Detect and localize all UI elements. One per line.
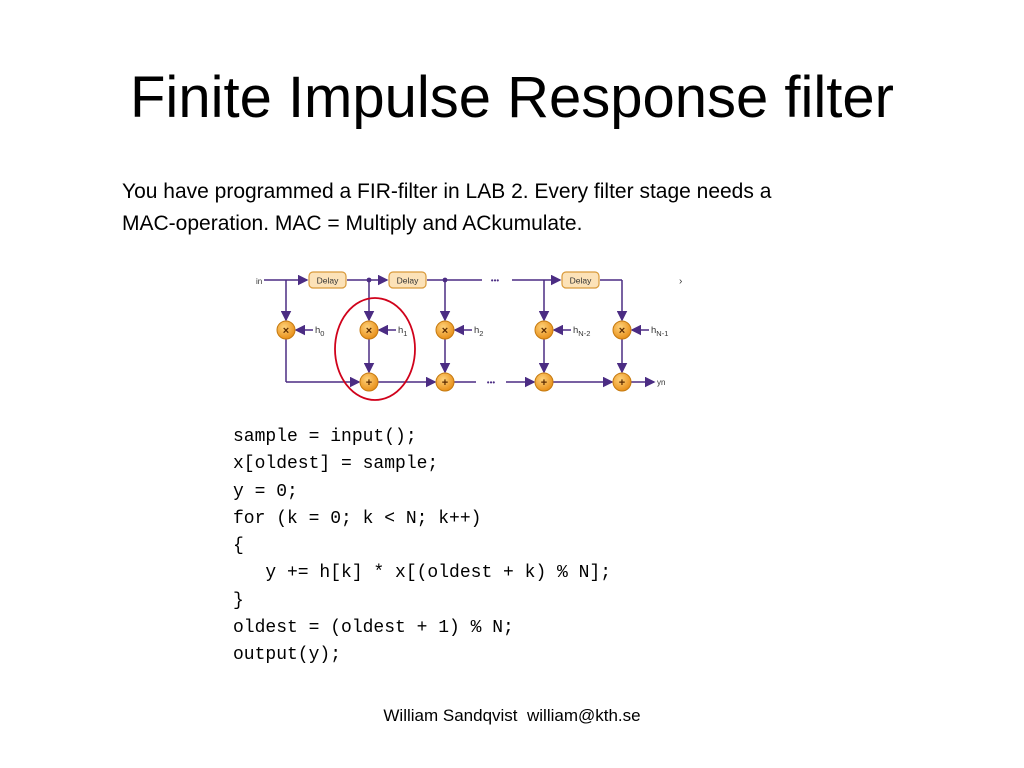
multiplier-node <box>359 320 379 340</box>
ellipsis-bottom: ••• <box>487 378 496 387</box>
slide-title: Finite Impulse Response filter <box>130 65 894 130</box>
coefficient-label: h2 <box>474 325 483 338</box>
coefficient-label: hN-1 <box>651 325 668 338</box>
multiplier-node-symbol: × <box>442 325 448 337</box>
output-chevron: › <box>679 276 682 287</box>
coefficient-subscript: 1 <box>403 329 407 338</box>
delay-label: Delay <box>317 276 339 286</box>
code-line: y += h[k] * x[(oldest + k) % N]; <box>233 563 612 584</box>
code-line: sample = input(); <box>233 427 417 447</box>
highlight-circle <box>334 297 416 401</box>
junction-dot <box>442 277 448 283</box>
code-line: x[oldest] = sample; <box>233 454 439 475</box>
multiplier-node <box>276 320 296 340</box>
multiplier-node <box>612 320 632 340</box>
delay-label: Delay <box>397 276 419 286</box>
footer-author: William Sandqvist <box>383 706 518 725</box>
multiplier-node-symbol: × <box>619 325 625 337</box>
coefficient-label: h1 <box>398 325 407 338</box>
adder-node-symbol: + <box>541 377 547 389</box>
coefficient-label: h0 <box>315 325 324 338</box>
code-block: sample = input(); x[oldest] = sample; y … <box>233 424 611 670</box>
code-line: oldest = (oldest + 1) % N; <box>233 618 514 639</box>
coefficient-subscript: 2 <box>479 329 483 338</box>
output-label: yn <box>657 378 665 387</box>
signal-wires <box>264 274 656 388</box>
delay-block <box>561 271 600 289</box>
diagram-labels: h0 h1 h2 hN-2 hN-1 ••• ••• in yn › <box>256 276 682 387</box>
coefficient-subscript: N-2 <box>578 329 590 338</box>
footer-email: william@kth.se <box>526 706 641 725</box>
multiplier-node-symbol: × <box>541 325 547 337</box>
adder-node <box>359 372 379 392</box>
intro-line-1: You have programmed a FIR-filter in LAB … <box>122 180 772 203</box>
adder-node <box>534 372 554 392</box>
coefficient-subscript: N-1 <box>656 329 668 338</box>
code-line: y = 0; <box>233 481 298 502</box>
input-label: in <box>256 277 262 286</box>
code-line: for (k = 0; k < N; k++) <box>233 508 482 529</box>
adder-node-symbol: + <box>619 377 625 389</box>
delay-blocks: Delay Delay Delay <box>308 271 600 289</box>
multiplier-node <box>435 320 455 340</box>
intro-text: You have programmed a FIR-filter in LAB … <box>122 176 942 240</box>
fir-filter-diagram: Delay Delay Delay × × × × × + + + + h0 h1 h2 hN-2 hN-1… <box>256 271 682 401</box>
intro-line-2: MAC-operation. MAC = Multiply and ACkumu… <box>122 212 583 235</box>
multiplier-node-symbol: × <box>366 325 372 337</box>
coefficient-label: hN-2 <box>573 325 590 338</box>
adder-node <box>612 372 632 392</box>
delay-label: Delay <box>570 276 592 286</box>
delay-block <box>388 271 427 289</box>
coefficient-subscript: 0 <box>320 329 324 338</box>
code-line: output(y); <box>233 645 342 666</box>
adder-node <box>435 372 455 392</box>
operator-nodes: × × × × × + + + + <box>276 320 632 392</box>
ellipsis-top: ••• <box>491 276 500 285</box>
adder-node-symbol: + <box>442 377 448 389</box>
multiplier-node <box>534 320 554 340</box>
junction-dot <box>366 277 372 283</box>
delay-block <box>308 271 347 289</box>
code-line: } <box>233 590 244 611</box>
adder-node-symbol: + <box>366 377 372 389</box>
footer: William Sandqvist william@kth.se <box>0 706 1024 726</box>
code-line: { <box>233 536 244 557</box>
multiplier-node-symbol: × <box>283 325 289 337</box>
